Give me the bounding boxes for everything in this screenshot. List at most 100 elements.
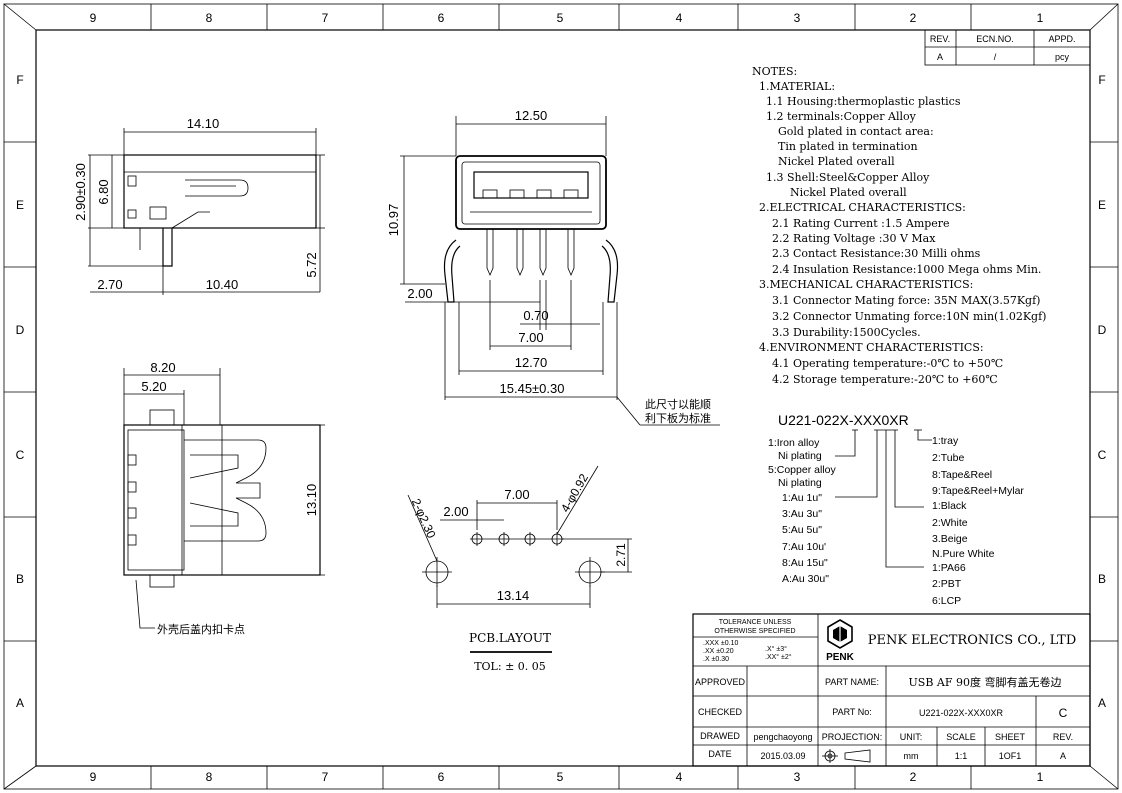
dim-label: 5.72: [304, 252, 319, 277]
legend-right: 1:PA66: [932, 562, 966, 574]
row-label: B: [16, 572, 24, 586]
notes-line: 3.2 Connector Unmating force:10N min(1.0…: [772, 310, 1046, 323]
cn-note: 利下板为标准: [645, 411, 711, 425]
row-label: B: [1098, 572, 1106, 586]
inner-frame: [35, 29, 1091, 767]
notes-line: Nickel Plated overall: [778, 155, 895, 168]
col-label: 5: [557, 770, 564, 784]
dim-label: 15.45±0.30: [500, 381, 565, 396]
drawn-value: pengchaoyong: [753, 732, 812, 742]
notes-line: 4.2 Storage temperature:-20℃ to +60℃: [772, 373, 998, 386]
ecn-header: ECN.NO.: [976, 34, 1014, 44]
column-ticks: [4, 4, 1118, 789]
col-label: 4: [676, 11, 683, 25]
legend-left: 1:Iron alloy: [768, 437, 820, 449]
appd-value: pcy: [1055, 52, 1070, 62]
unit-label: UNIT:: [900, 732, 923, 742]
col-label: 9: [90, 770, 97, 784]
dim-label: 2.00: [407, 286, 432, 301]
col-label: 2: [910, 11, 917, 25]
legend-left: Ni plating: [778, 477, 822, 489]
legend-left: 7:Au 10u': [782, 541, 826, 553]
notes-line: 3.3 Durability:1500Cycles.: [772, 326, 921, 339]
col-label: 6: [438, 11, 445, 25]
legend-right: N.Pure White: [932, 548, 995, 560]
projection-symbol-icon: [822, 749, 871, 763]
dim-label: 13.10: [304, 484, 319, 517]
ecn-value: /: [994, 52, 997, 62]
notes-line: 4.1 Operating temperature:-0℃ to +50℃: [772, 357, 1003, 370]
row-label: A: [16, 696, 24, 710]
notes-line: Tin plated in termination: [778, 140, 918, 153]
tolerance-row: .XX ±0.20: [703, 648, 734, 655]
dim-label: 7.00: [518, 330, 543, 345]
notes-line: 4.ENVIRONMENT CHARACTERISTICS:: [759, 341, 984, 354]
date-value: 2015.03.09: [760, 751, 805, 761]
penk-logo-icon: [827, 619, 853, 649]
part-code-legend: U221-022X-XXX0XR 1:Iron alloy Ni plating…: [768, 412, 1024, 607]
col-label: 3: [794, 11, 801, 25]
tolerance-row: .XXX ±0.10: [703, 640, 738, 647]
pcb-title: PCB.LAYOUT: [469, 631, 551, 645]
legend-right: 2:Tube: [932, 452, 964, 464]
legend-left: 5:Au 5u": [782, 524, 822, 536]
dim-label: 7.00: [504, 487, 529, 502]
dim-label: 10.97: [386, 204, 401, 237]
notes-line: 3.1 Connector Mating force: 35N MAX(3.57…: [772, 294, 1040, 307]
tolerance-header: OTHERWISE SPECIFIED: [714, 628, 795, 635]
notes-line: 1.3 Shell:Steel&Copper Alloy: [766, 171, 930, 184]
notes-line: Nickel Plated overall: [790, 186, 907, 199]
notes-line: 1.1 Housing:thermoplastic plastics: [766, 95, 961, 108]
legend-left: 1:Au 1u": [782, 492, 822, 504]
checked-label: CHECKED: [698, 707, 743, 717]
legend-right: 9:Tape&Reel+Mylar: [932, 485, 1024, 497]
legend-left: Ni plating: [778, 450, 822, 462]
notes-line: 2.2 Rating Voltage :30 V Max: [772, 232, 936, 245]
notes-line: 1.MATERIAL:: [759, 80, 835, 93]
title-block: TOLERANCE UNLESS OTHERWISE SPECIFIED .XX…: [692, 613, 1091, 767]
dim-label: 2.70: [97, 277, 122, 292]
row-label: F: [1098, 73, 1105, 87]
legend-right: 1:Black: [932, 500, 967, 512]
notes-line: 3.MECHANICAL CHARACTERISTICS:: [759, 278, 973, 291]
legend-right: 1:tray: [932, 435, 959, 447]
notes-line: Gold plated in contact area:: [778, 125, 934, 138]
date-label: DATE: [708, 749, 731, 759]
dim-label: 12.50: [515, 108, 548, 123]
part-code: U221-022X-XXX0XR: [778, 412, 909, 428]
sheet-label: SHEET: [995, 732, 1026, 742]
dim-label: 2-φ2.30: [409, 496, 439, 540]
revision-table: REV. ECN.NO. APPD. A / pcy: [924, 29, 1091, 66]
legend-left: A:Au 30u": [782, 573, 829, 585]
dim-label: 2.71: [614, 543, 628, 567]
col-label: 7: [322, 770, 329, 784]
legend-right: 2:PBT: [932, 578, 962, 590]
tolerance-angle: .XX° ±2°: [765, 653, 792, 661]
cn-note: 此尺寸以能顺: [645, 397, 711, 411]
rev-value: A: [1060, 751, 1066, 761]
notes-line: 1.2 terminals:Copper Alloy: [766, 110, 917, 123]
tolerance-row: .X ±0.30: [703, 656, 729, 663]
part-name-value: USB AF 90度 弯脚有盖无卷边: [909, 675, 1062, 689]
row-label: E: [1098, 198, 1106, 212]
row-label: F: [16, 73, 23, 87]
dim-label: 2.00: [443, 504, 468, 519]
col-label: 2: [910, 770, 917, 784]
part-rev: C: [1059, 706, 1068, 720]
col-label: 8: [206, 11, 213, 25]
legend-left: 8:Au 15u": [782, 557, 828, 569]
logo-text: PENK: [826, 652, 855, 663]
col-label: 3: [794, 770, 801, 784]
col-label: 4: [676, 770, 683, 784]
part-name-label: PART NAME:: [825, 677, 879, 687]
projection-label: PROJECTION:: [822, 732, 883, 742]
legend-right: 2:White: [932, 517, 968, 529]
legend-right: 8:Tape&Reel: [932, 469, 992, 481]
part-no-value: U221-022X-XXX0XR: [919, 708, 1004, 718]
dim-label: 0.70: [523, 308, 548, 323]
side-view: 14.10 2.90±0.30 6.80 5.72 2.70 10.40: [73, 116, 325, 295]
row-label: C: [1098, 448, 1107, 462]
tolerance-angle: .X° ±3°: [765, 645, 787, 653]
col-label: 8: [206, 770, 213, 784]
rev-value: A: [937, 52, 943, 62]
